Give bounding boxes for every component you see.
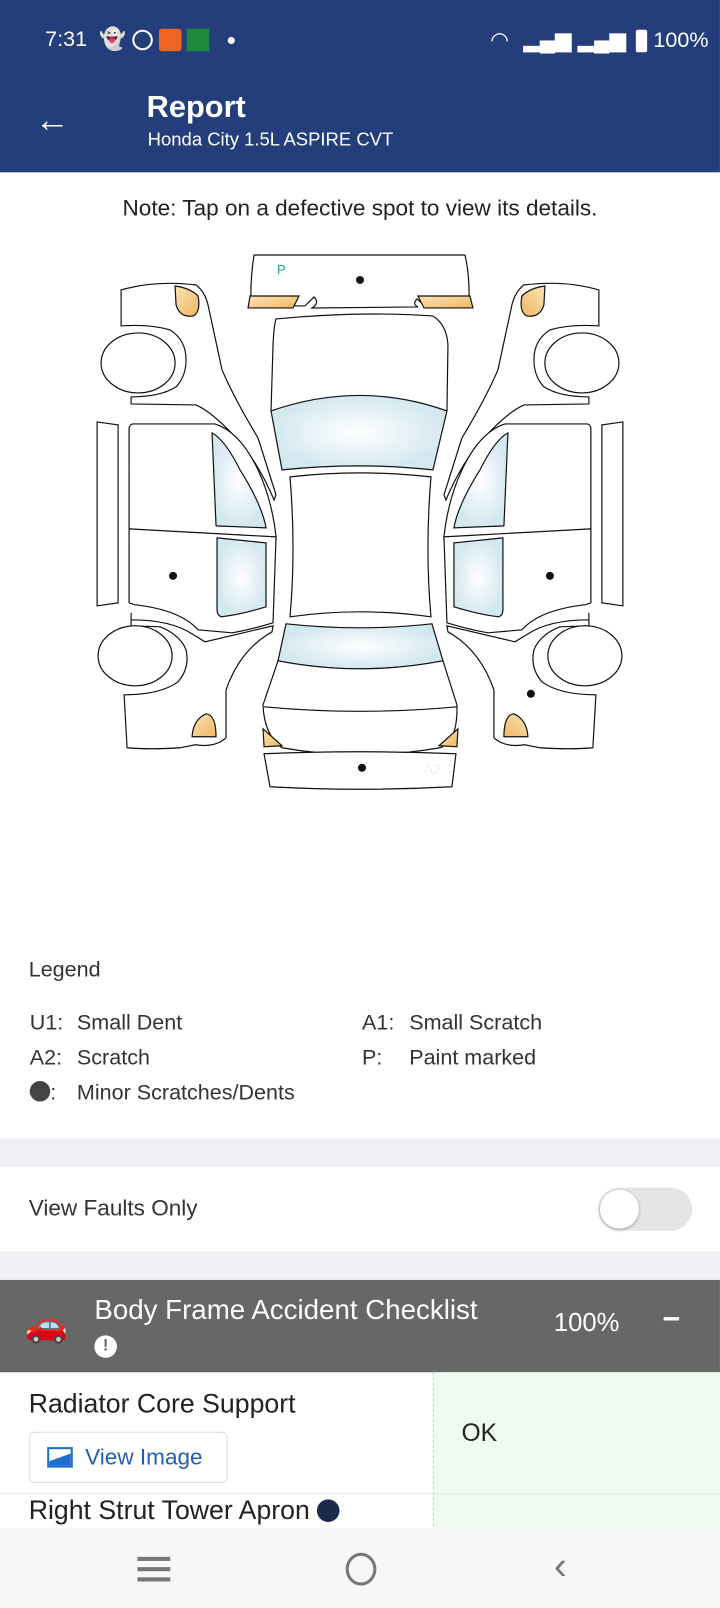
status-bar: 7:31 👻 bbox=[45, 27, 236, 53]
recent-apps-icon[interactable] bbox=[137, 1556, 171, 1582]
back-icon[interactable]: ‹ bbox=[553, 1544, 567, 1588]
whatsapp-icon bbox=[132, 30, 153, 51]
defect-dot[interactable] bbox=[169, 571, 178, 580]
image-icon bbox=[47, 1447, 73, 1468]
view-faults-label: View Faults Only bbox=[28, 1194, 198, 1221]
trunk[interactable] bbox=[262, 660, 458, 756]
checklist-percent: 100% bbox=[553, 1308, 620, 1338]
legend-title: Legend bbox=[28, 957, 101, 982]
signal-icon: ▂▄▆ bbox=[523, 28, 572, 53]
battery-level: 100% bbox=[653, 28, 709, 53]
dot-icon bbox=[29, 1080, 51, 1102]
defect-dot[interactable] bbox=[355, 275, 364, 284]
back-arrow-icon[interactable]: ← bbox=[34, 100, 70, 140]
snapchat-icon: 👻 bbox=[99, 28, 127, 52]
right-side[interactable] bbox=[443, 282, 624, 750]
checklist-title: Body Frame Accident Checklist bbox=[94, 1294, 478, 1326]
rear-right-light[interactable] bbox=[437, 727, 459, 748]
page-subtitle: Honda City 1.5L ASPIRE CVT bbox=[147, 129, 394, 150]
alert-icon bbox=[317, 1499, 340, 1522]
status-column bbox=[432, 1372, 720, 1537]
note-text: Note: Tap on a defective spot to view it… bbox=[122, 194, 598, 221]
left-side[interactable] bbox=[96, 282, 277, 750]
view-image-button[interactable]: View Image bbox=[28, 1431, 228, 1484]
home-icon[interactable] bbox=[345, 1552, 377, 1586]
defect-dot[interactable] bbox=[357, 763, 366, 772]
alert-icon: ! bbox=[94, 1335, 117, 1358]
app-header: 7:31 👻 ◠ ▂▄▆ ▂▄▆ 100% ← Report Honda Cit… bbox=[0, 0, 720, 173]
legend-item: A2:Scratch bbox=[29, 1046, 150, 1070]
defect-dot[interactable] bbox=[545, 571, 554, 580]
windshield[interactable] bbox=[270, 394, 448, 471]
defect-marker-p[interactable]: P bbox=[277, 262, 286, 277]
rear-left-light[interactable] bbox=[262, 727, 284, 748]
system-nav-bar: ‹ bbox=[0, 1528, 720, 1608]
defect-marker-a2[interactable]: A2 bbox=[424, 761, 441, 777]
divider bbox=[0, 1138, 720, 1168]
car-damage-diagram[interactable]: P A2 bbox=[80, 240, 640, 910]
divider bbox=[0, 1493, 720, 1495]
checklist-header[interactable]: 🚗 Body Frame Accident Checklist ! 100% − bbox=[0, 1279, 720, 1373]
mobile-app-icon bbox=[187, 29, 210, 52]
system-icons: ◠ ▂▄▆ ▂▄▆ 100% bbox=[490, 28, 708, 54]
rear-window[interactable] bbox=[277, 623, 444, 670]
dot-icon bbox=[227, 36, 236, 45]
roof[interactable] bbox=[289, 472, 432, 618]
legend-item: P:Paint marked bbox=[362, 1046, 537, 1070]
checklist-item-name: Radiator Core Support bbox=[28, 1387, 296, 1419]
battery-icon bbox=[636, 30, 648, 53]
signal-icon: ▂▄▆ bbox=[577, 28, 627, 53]
defect-dot[interactable] bbox=[526, 689, 535, 698]
legend-item: U1:Small Dent bbox=[29, 1011, 183, 1035]
app-icon bbox=[158, 29, 182, 52]
divider bbox=[0, 1251, 720, 1280]
checklist-item-name: Right Strut Tower Apron bbox=[29, 1495, 340, 1524]
time: 7:31 bbox=[45, 27, 88, 52]
legend-item: A1:Small Scratch bbox=[362, 1011, 543, 1035]
wifi-icon: ◠ bbox=[490, 28, 510, 53]
legend-item: :Minor Scratches/Dents bbox=[29, 1080, 295, 1106]
page-title: Report bbox=[146, 90, 246, 125]
car-plus-icon: 🚗 bbox=[24, 1305, 69, 1345]
front-right-light[interactable] bbox=[416, 295, 474, 309]
view-faults-toggle[interactable] bbox=[597, 1187, 693, 1231]
checklist-item-status: OK bbox=[461, 1419, 498, 1448]
front-left-light[interactable] bbox=[247, 295, 300, 309]
collapse-button[interactable]: − bbox=[662, 1302, 681, 1337]
